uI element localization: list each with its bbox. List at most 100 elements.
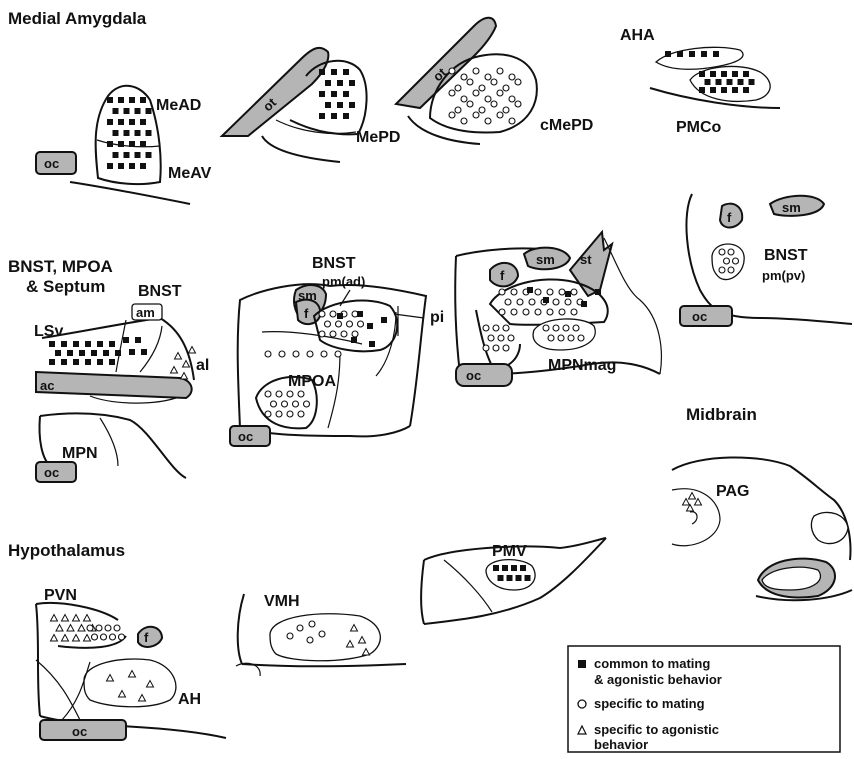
mating-marker: [449, 112, 455, 118]
panel-mead-meav: oc MeAD MeAV: [36, 86, 212, 204]
mating-marker: [499, 309, 505, 315]
label-oc-4: oc: [466, 368, 481, 383]
panel-vmh: VMH: [236, 593, 406, 676]
legend-common-line2: & agonistic behavior: [594, 672, 722, 687]
common-marker: [91, 350, 97, 356]
common-marker: [107, 141, 113, 147]
common-marker: [140, 141, 146, 147]
common-marker: [103, 350, 109, 356]
common-marker: [140, 97, 146, 103]
mating-marker: [335, 351, 341, 357]
common-marker: [140, 119, 146, 125]
mating-marker: [271, 401, 277, 407]
mating-marker: [287, 411, 293, 417]
common-marker: [343, 69, 349, 75]
common-marker: [124, 108, 130, 114]
mating-marker: [330, 311, 336, 317]
common-marker: [677, 51, 683, 57]
agonistic-marker: [84, 635, 91, 642]
label-bnst-3: BNST: [764, 247, 808, 264]
agonistic-marker: [56, 625, 63, 632]
common-marker: [502, 565, 508, 571]
mating-marker: [493, 345, 499, 351]
mating-marker: [724, 258, 730, 264]
ot-structure-2: [396, 18, 496, 108]
label-bnst-1: BNST: [138, 283, 182, 300]
common-marker: [369, 341, 375, 347]
agonistic-marker: [181, 373, 188, 380]
mating-marker: [578, 335, 584, 341]
mating-marker: [505, 299, 511, 305]
common-marker: [85, 341, 91, 347]
label-f-3: f: [727, 210, 732, 225]
mating-marker: [473, 112, 479, 118]
mating-marker: [119, 634, 125, 640]
common-marker: [61, 341, 67, 347]
common-marker: [665, 51, 671, 57]
label-cmepd: cMePD: [540, 117, 593, 134]
mating-marker: [479, 85, 485, 91]
mating-marker: [499, 289, 505, 295]
mating-marker: [473, 90, 479, 96]
common-marker: [129, 349, 135, 355]
mating-marker: [321, 351, 327, 357]
common-marker: [109, 359, 115, 365]
mating-marker: [297, 625, 303, 631]
common-marker: [713, 51, 719, 57]
common-marker: [595, 289, 601, 295]
label-mepd: MePD: [356, 129, 400, 146]
mating-marker: [535, 309, 541, 315]
common-marker: [67, 350, 73, 356]
mating-marker: [276, 411, 282, 417]
label-sm-2: sm: [536, 252, 555, 267]
common-marker: [135, 130, 141, 136]
ac-structure: [36, 372, 192, 398]
common-marker: [49, 341, 55, 347]
agonistic-marker: [51, 615, 58, 622]
common-marker: [357, 311, 363, 317]
mating-marker: [547, 309, 553, 315]
common-marker: [141, 349, 147, 355]
section-title-bnst-line2: & Septum: [26, 277, 105, 296]
label-mpnmag: MPNmag: [548, 357, 616, 374]
label-vmh: VMH: [264, 593, 300, 610]
mpoa-markers: [265, 311, 387, 417]
label-pag: PAG: [716, 483, 749, 500]
label-pi: pi: [430, 309, 444, 326]
mating-marker: [529, 299, 535, 305]
common-marker: [689, 51, 695, 57]
common-marker: [109, 341, 115, 347]
mating-marker: [491, 79, 497, 85]
mating-marker: [543, 325, 549, 331]
common-marker: [351, 337, 357, 343]
pag-agonistic-markers: [683, 493, 702, 512]
mating-marker: [309, 621, 315, 627]
common-marker: [113, 108, 119, 114]
mating-marker: [503, 345, 509, 351]
mating-marker: [101, 634, 107, 640]
legend-common-line1: common to mating: [594, 656, 710, 671]
mating-marker: [485, 74, 491, 80]
label-oc-6: oc: [72, 724, 87, 739]
label-mead: MeAD: [156, 97, 201, 114]
mating-marker: [110, 634, 116, 640]
agonistic-marker: [62, 635, 69, 642]
common-marker: [716, 79, 722, 85]
common-marker: [381, 317, 387, 323]
mating-marker: [298, 411, 304, 417]
mating-marker: [330, 331, 336, 337]
mepd-common-markers: [319, 69, 355, 119]
mating-marker: [503, 107, 509, 113]
common-marker: [124, 130, 130, 136]
mating-marker: [719, 267, 725, 273]
panel-mpoa: sm f oc BNST pm(ad) pi MPOA: [230, 255, 444, 446]
panel-pag: PAG: [672, 457, 852, 600]
label-sm-3: sm: [782, 200, 801, 215]
label-pvn: PVN: [44, 587, 77, 604]
mating-marker: [304, 401, 310, 407]
common-marker: [61, 359, 67, 365]
agonistic-marker: [183, 361, 190, 368]
common-marker: [118, 141, 124, 147]
common-marker: [73, 359, 79, 365]
common-marker: [319, 69, 325, 75]
